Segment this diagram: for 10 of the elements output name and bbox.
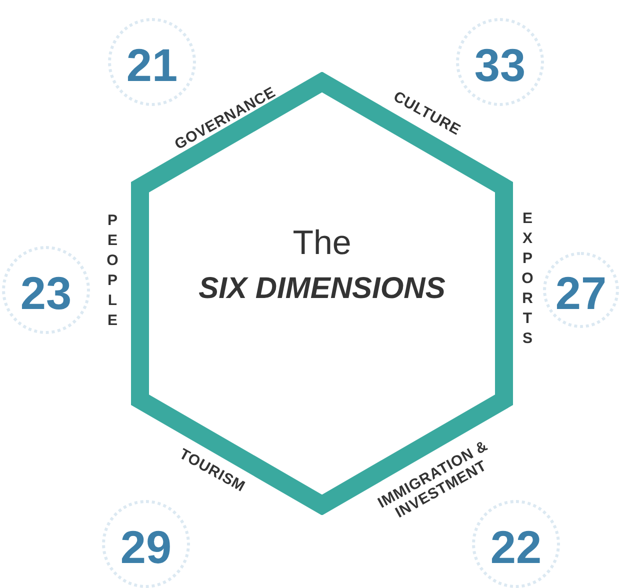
- score-number: 29: [102, 500, 190, 588]
- dimension-label: PEOPLE: [104, 212, 121, 332]
- score-number: 22: [472, 500, 560, 588]
- score-number: 33: [456, 18, 544, 106]
- score-number: 27: [543, 252, 619, 328]
- score-number: 23: [2, 246, 90, 334]
- score-number: 21: [108, 18, 196, 106]
- center-heading: SIX DIMENSIONS: [198, 272, 446, 306]
- center-text: The: [292, 224, 352, 263]
- dimension-label: EXPORTS: [519, 210, 536, 350]
